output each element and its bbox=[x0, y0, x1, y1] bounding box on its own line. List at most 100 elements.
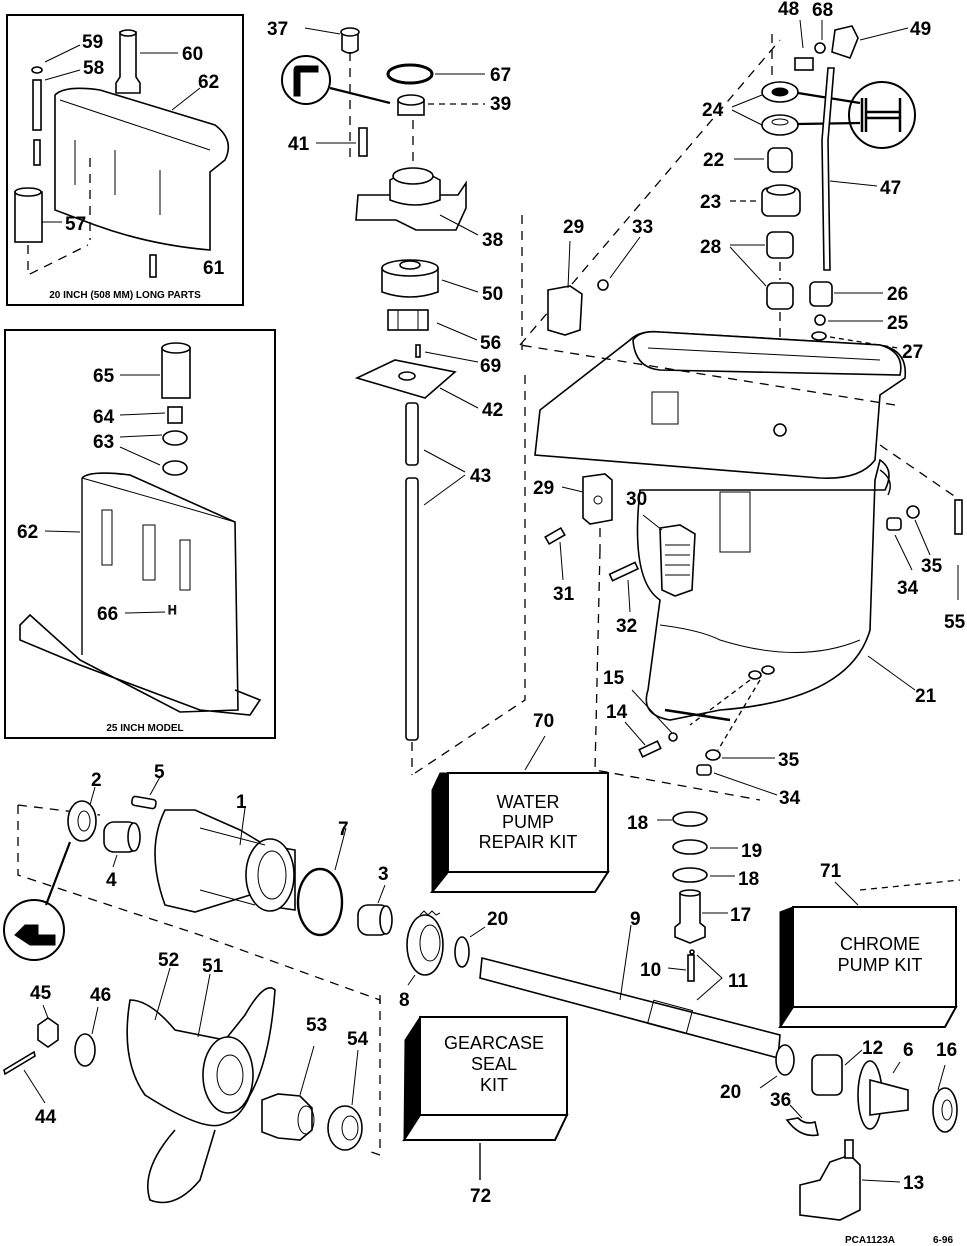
inset-20-inch-parts: 59 58 60 62 57 61 20 INCH (508 MM) LONG … bbox=[6, 14, 244, 306]
callout-11: 11 bbox=[728, 971, 749, 992]
part-8-gear bbox=[406, 914, 444, 976]
callout-45: 45 bbox=[30, 983, 52, 1004]
callout-47: 47 bbox=[880, 178, 901, 199]
part-45-prop-nut bbox=[37, 1017, 59, 1048]
part-62-extension bbox=[54, 87, 230, 251]
callout-17: 17 bbox=[730, 905, 751, 926]
callout-49: 49 bbox=[910, 19, 931, 40]
callout-41: 41 bbox=[288, 134, 310, 155]
callout-34-lower: 34 bbox=[779, 788, 801, 809]
kit-chrome-pump: 71 CHROME PUMP KIT bbox=[778, 861, 961, 1029]
part-47-shift-rod bbox=[821, 67, 835, 271]
part-2-seal bbox=[67, 800, 97, 842]
callout-68: 68 bbox=[812, 0, 833, 21]
part-43-driveshaft-upper bbox=[405, 402, 419, 466]
callout-37: 37 bbox=[267, 19, 288, 40]
part-13-shifter bbox=[799, 1154, 861, 1221]
kit-70-line-2: PUMP bbox=[502, 812, 554, 832]
part-59-oring bbox=[31, 66, 43, 74]
callout-62-25in: 62 bbox=[17, 522, 38, 543]
part-34-plug-upper bbox=[886, 517, 902, 531]
water-pump-group: 37 67 39 41 38 50 56 bbox=[267, 19, 781, 776]
callout-29-lower: 29 bbox=[533, 478, 554, 499]
kit-70-line-1: WATER bbox=[497, 792, 560, 812]
part-35-seal-upper bbox=[906, 505, 920, 519]
part-12-clutch-dog bbox=[811, 1054, 843, 1096]
part-54-hub bbox=[327, 1105, 363, 1151]
callout-56: 56 bbox=[480, 333, 501, 354]
kit-72-line-3: KIT bbox=[480, 1075, 508, 1095]
callout-22: 22 bbox=[703, 150, 724, 171]
callout-29-upper: 29 bbox=[563, 217, 584, 238]
part-27-washer bbox=[811, 331, 827, 341]
kit-71-line-1: CHROME bbox=[840, 934, 920, 954]
callout-9: 9 bbox=[630, 909, 641, 930]
callout-58: 58 bbox=[83, 58, 104, 79]
callout-60: 60 bbox=[182, 44, 203, 65]
callout-38: 38 bbox=[482, 230, 503, 251]
callout-28: 28 bbox=[700, 237, 721, 258]
part-25-oring bbox=[814, 314, 826, 326]
callout-26: 26 bbox=[887, 284, 908, 305]
part-38-pump-housing bbox=[355, 180, 467, 231]
part-64-bushing bbox=[167, 406, 183, 424]
callout-18-top: 18 bbox=[627, 813, 648, 834]
part-62-housing-25in bbox=[19, 472, 262, 716]
part-17-pinion-gear bbox=[674, 892, 706, 944]
shift-rod-group: 48 68 49 24 22 23 28 4 bbox=[700, 0, 931, 363]
part-5-screw bbox=[130, 795, 157, 810]
part-18-washer-bottom bbox=[672, 867, 708, 883]
callout-52: 52 bbox=[158, 950, 179, 971]
callout-55: 55 bbox=[944, 612, 966, 633]
callout-48: 48 bbox=[778, 0, 799, 20]
part-29-anode-lower bbox=[582, 473, 613, 525]
callout-19: 19 bbox=[741, 841, 762, 862]
propeller-group: 52 51 45 46 44 53 54 bbox=[3, 950, 369, 1204]
callout-7: 7 bbox=[338, 819, 349, 840]
svg-text:H: H bbox=[168, 603, 177, 617]
callout-36: 36 bbox=[770, 1090, 791, 1111]
drawing-date: 6-96 bbox=[933, 1235, 953, 1246]
callout-3: 3 bbox=[378, 864, 389, 885]
part-14-screw bbox=[638, 740, 662, 758]
inset-caption-20in: 20 INCH (508 MM) LONG PARTS bbox=[49, 290, 201, 301]
callout-32: 32 bbox=[616, 616, 637, 637]
part-36-retainer bbox=[785, 1117, 819, 1137]
bearing-housing-group: 2 5 4 1 7 3 8 bbox=[3, 762, 508, 1156]
part-63-grommet bbox=[162, 430, 188, 446]
callout-30: 30 bbox=[626, 489, 647, 510]
part-26-bushing bbox=[809, 281, 833, 307]
callout-65: 65 bbox=[93, 366, 115, 387]
callout-16: 16 bbox=[936, 1040, 957, 1061]
callout-10: 10 bbox=[640, 960, 661, 981]
callout-62: 62 bbox=[198, 72, 219, 93]
callout-39: 39 bbox=[490, 94, 511, 115]
callout-44: 44 bbox=[35, 1107, 57, 1128]
part-29-anode-upper bbox=[547, 285, 583, 336]
part-20-thrust-washer bbox=[454, 936, 470, 968]
part-35-seal-lower bbox=[705, 749, 721, 761]
callout-24: 24 bbox=[702, 100, 724, 121]
part-68-washer bbox=[814, 42, 826, 54]
part-55-screw bbox=[954, 499, 963, 535]
callout-18-bottom: 18 bbox=[738, 869, 759, 890]
callout-35-upper: 35 bbox=[921, 556, 943, 577]
callout-51: 51 bbox=[202, 956, 224, 977]
part-61-screw bbox=[149, 254, 157, 278]
part-15-oring bbox=[668, 732, 678, 742]
part-57-sleeve bbox=[14, 191, 43, 243]
part-48-screw bbox=[794, 57, 814, 71]
callout-35-lower: 35 bbox=[778, 750, 800, 771]
part-19-thrust-bearing bbox=[672, 839, 708, 855]
part-58-pin bbox=[32, 79, 42, 131]
callout-20-upper: 20 bbox=[487, 909, 508, 930]
callout-34-upper: 34 bbox=[897, 578, 919, 599]
part-49-connector bbox=[831, 25, 859, 59]
callout-4: 4 bbox=[106, 870, 117, 891]
callout-69: 69 bbox=[480, 356, 501, 377]
part-65-sleeve bbox=[161, 347, 191, 399]
callout-71: 71 bbox=[820, 861, 842, 882]
callout-72: 72 bbox=[470, 1186, 491, 1207]
callout-42: 42 bbox=[482, 400, 503, 421]
inset-25-inch-model: H 65 64 63 62 66 25 INCH MODEL bbox=[4, 329, 276, 739]
